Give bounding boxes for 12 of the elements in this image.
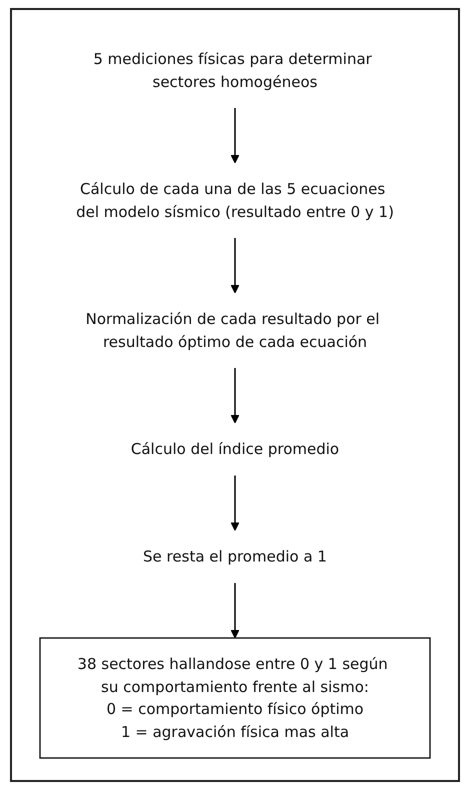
node-text: Cálculo del índice promedio [130,440,340,458]
arrow [230,108,240,163]
arrow [230,368,240,423]
node-box [39,636,431,758]
arrow [230,475,240,530]
arrow [230,582,240,638]
node-text: Normalización de cada resultado por el resultado óptimo de cada ecuación [86,310,380,350]
node-text: 5 mediciones físicas para determinar sectores homogéneos [93,50,372,90]
frame-border: 5 mediciones físicas para determinar sectores homogéneos Cálculo de cada una de las 5 ecuaciones del modelo sísmico (resultado entre 0 y 1) Normalización de cada resultado por el resultado óptimo de cada ecuación Cálculo del índice promedio Se resta el promedio a 1 38 sectores hallandose entre 0 y 1 según su comportamiento frente al sismo: 0 = comportamiento físico óptimo 1 = agravación física mas alta [10,8,460,782]
node-text: Se resta el promedio a 1 [143,547,327,565]
arrow [230,238,240,293]
node-text: Cálculo de cada una de las 5 ecuaciones del modelo sísmico (resultado entre 0 y 1) [76,180,394,220]
